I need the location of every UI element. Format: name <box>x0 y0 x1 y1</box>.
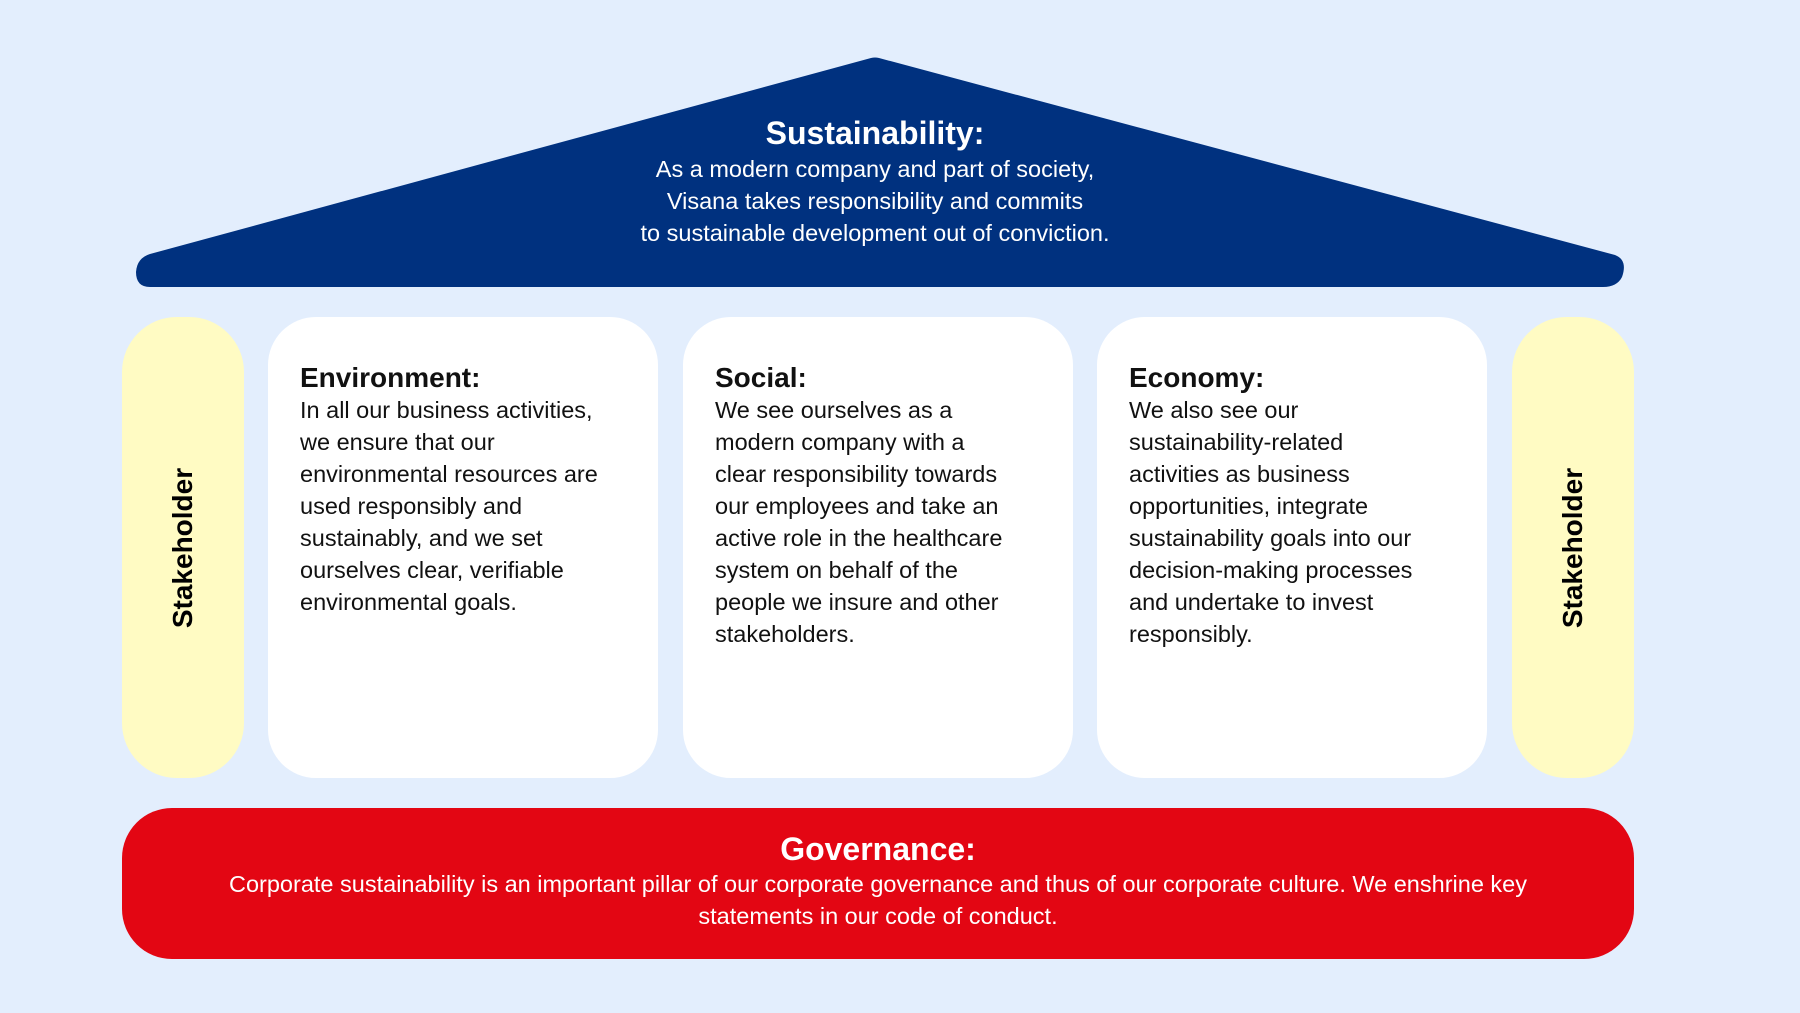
governance-base: Governance: Corporate sustainability is … <box>122 808 1634 959</box>
pillar-economy: Economy: We also see our sustainability-… <box>1097 317 1487 778</box>
pillar-body-social: We see ourselves as a modern company wit… <box>715 397 1003 647</box>
roof-title: Sustainability: <box>765 115 985 151</box>
pillar-body-economy: We also see our sustainability-related a… <box>1129 397 1413 647</box>
roof-text-block: Sustainability: As a modern company and … <box>525 113 1225 249</box>
pillar-title-economy: Economy: <box>1129 362 1265 393</box>
stakeholder-column-right: Stakeholder <box>1512 317 1634 778</box>
pillar-body-environment: In all our business activities, we ensur… <box>300 397 598 615</box>
pillar-social: Social: We see ourselves as a modern com… <box>683 317 1073 778</box>
governance-title: Governance: <box>780 831 976 867</box>
roof-shape <box>136 57 1624 287</box>
stakeholder-label-left: Stakeholder <box>167 467 198 628</box>
governance-body: Corporate sustainability is an important… <box>229 871 1527 929</box>
pillar-title-environment: Environment: <box>300 362 481 393</box>
pillar-environment: Environment: In all our business activit… <box>268 317 658 778</box>
pillar-title-social: Social: <box>715 362 807 393</box>
stakeholder-label-right: Stakeholder <box>1557 467 1588 628</box>
stakeholder-column-left: Stakeholder <box>122 317 244 778</box>
roof-body: As a modern company and part of society,… <box>640 156 1110 246</box>
